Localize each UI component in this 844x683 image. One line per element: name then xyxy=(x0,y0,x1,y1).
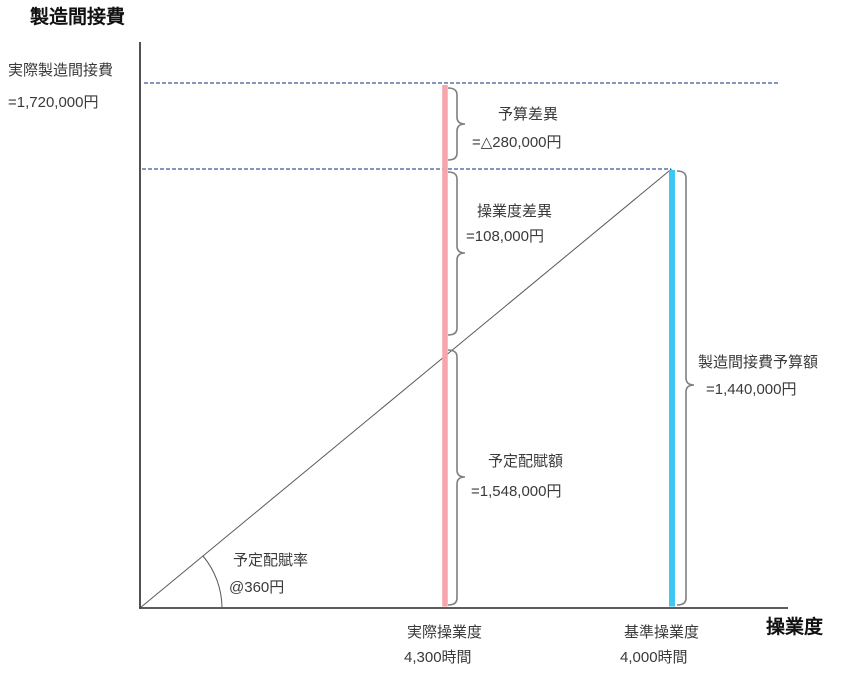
x-axis-title: 操業度 xyxy=(766,617,824,638)
y-axis-title: 製造間接費 xyxy=(30,7,126,28)
budget-amount-value: =1,440,000円 xyxy=(706,381,797,398)
allocation-rate-label: 予定配賦率 xyxy=(233,552,309,569)
actual-overhead-label: 実際製造間接費 xyxy=(8,62,114,79)
budget-variance-value: =△280,000円 xyxy=(472,134,562,151)
applied-amount-value: =1,548,000円 xyxy=(471,483,562,500)
actual-volume-hours: 4,300時間 xyxy=(404,649,472,666)
volume-variance-value: =108,000円 xyxy=(466,228,544,245)
allocation-rate-value: @360円 xyxy=(229,579,285,596)
standard-volume-label: 基準操業度 xyxy=(624,624,700,641)
actual-volume-label: 実際操業度 xyxy=(407,624,483,641)
volume-variance-label: 操業度差異 xyxy=(477,203,553,220)
applied-amount-brace xyxy=(447,349,466,606)
budget-variance-brace xyxy=(447,87,466,161)
budget-variance-label: 予算差異 xyxy=(498,106,559,123)
volume-variance-brace xyxy=(447,171,466,336)
allocation-rate-angle-arc xyxy=(202,555,223,609)
applied-amount-label: 予定配賦額 xyxy=(488,453,564,470)
budget-amount-brace xyxy=(676,170,695,606)
standard-volume-hours: 4,000時間 xyxy=(620,649,688,666)
allocation-rate-diagonal-line xyxy=(139,168,672,609)
budget-amount-label: 製造間接費予算額 xyxy=(698,354,819,371)
actual-overhead-value: =1,720,000円 xyxy=(8,94,99,111)
